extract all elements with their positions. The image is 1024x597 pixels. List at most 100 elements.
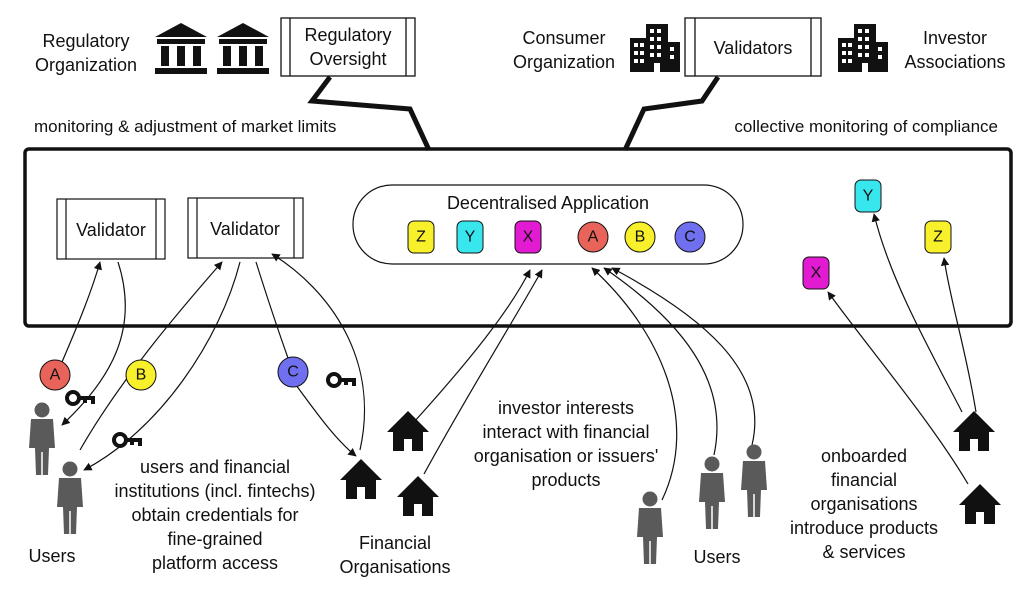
validator-box-1: Validator (56, 198, 166, 260)
validators-label: Validators (714, 38, 793, 58)
arrow-house-to-token-x (827, 291, 969, 485)
dapp-token-y-label: Y (465, 229, 476, 246)
regulatory-oversight-label-2: Oversight (309, 49, 386, 69)
house-icon (959, 484, 1001, 524)
oversight-connector (307, 75, 432, 152)
dapp-title: Decentralised Application (447, 193, 649, 213)
arrow-user-r1-to-dapp (591, 267, 678, 501)
dapp-token-c: C (674, 221, 706, 253)
arrows (61, 213, 977, 501)
dapp-token-c-label: C (684, 229, 696, 246)
arrow-validator-to-user-b (83, 261, 241, 471)
credentials-text: users and financial institutions (incl. … (114, 457, 315, 573)
users-right-label: Users (693, 547, 740, 567)
svg-text:obtain credentials for: obtain credentials for (131, 505, 298, 525)
bank-icon (217, 23, 269, 74)
arrow-fin-org-to-validator (271, 253, 365, 451)
validators-box: Validators (684, 17, 822, 77)
svg-text:products: products (531, 470, 600, 490)
dapp-container: Decentralised Application Z Y X A B C (352, 184, 744, 265)
svg-text:organisations: organisations (810, 494, 917, 514)
dapp-token-b: B (624, 221, 656, 253)
regulatory-oversight-box: Regulatory Oversight (280, 17, 416, 77)
validator-label-1: Validator (76, 220, 146, 240)
key-icon (112, 432, 144, 448)
platform-box (23, 147, 1013, 328)
house-icon (953, 411, 995, 451)
investor-assoc-label-1: Investor (923, 28, 987, 48)
dapp-token-y: Y (456, 220, 484, 254)
building-icon (838, 24, 888, 72)
dapp-token-z-label: Z (416, 229, 426, 246)
regulatory-org-label-2: Organization (35, 55, 137, 75)
svg-text:financial: financial (831, 470, 897, 490)
free-token-z-label: Z (933, 229, 943, 246)
svg-text:users and financial: users and financial (140, 457, 290, 477)
consumer-org-label-1: Consumer (522, 28, 605, 48)
svg-text:platform access: platform access (152, 553, 278, 573)
cred-token-a: A (39, 359, 71, 391)
cred-token-c: C (277, 356, 309, 388)
building-icon (630, 24, 680, 72)
arrow-validator-to-token-c (255, 261, 289, 359)
arrow-user-r3-to-dapp (611, 267, 756, 446)
onboard-text: onboarded financial organisations introd… (790, 446, 938, 562)
free-token-x: X (802, 256, 830, 290)
person-icon (636, 490, 664, 565)
person-icon (28, 401, 56, 476)
arrow-house-to-token-y (871, 213, 963, 413)
validator-box-2: Validator (187, 197, 304, 259)
svg-text:institutions (incl. fintechs): institutions (incl. fintechs) (114, 481, 315, 501)
svg-text:interact with financial: interact with financial (482, 422, 649, 442)
cred-token-c-label: C (287, 364, 299, 381)
svg-text:introduce products: introduce products (790, 518, 938, 538)
person-icon (56, 460, 84, 535)
bank-icon (155, 23, 207, 74)
fin-orgs-label-2: Organisations (339, 557, 450, 577)
free-token-z: Z (924, 220, 952, 254)
dapp-token-a: A (577, 221, 609, 253)
arrow-user-r2-to-dapp (603, 267, 718, 456)
svg-text:& services: & services (822, 542, 905, 562)
investor-assoc-label-2: Associations (904, 52, 1005, 72)
person-icon (698, 455, 726, 530)
free-token-x-label: X (811, 265, 822, 282)
free-token-y: Y (854, 179, 882, 213)
house-icon (387, 411, 429, 451)
svg-text:fine-grained: fine-grained (167, 529, 262, 549)
free-token-y-label: Y (863, 188, 874, 205)
regulatory-org-label-1: Regulatory (42, 31, 129, 51)
free-tokens: Y Z X (802, 179, 952, 290)
arrow-token-c-to-fin-org (295, 384, 357, 457)
person-icon (740, 443, 768, 518)
svg-text:investor interests: investor interests (498, 398, 634, 418)
key-icon (326, 372, 358, 388)
house-icon (340, 459, 382, 499)
users-left-group (28, 401, 84, 535)
dapp-token-b-label: B (635, 229, 646, 246)
dapp-token-z: Z (407, 220, 435, 254)
dapp-token-x: X (514, 220, 542, 254)
arrow-user-b-to-validator (79, 261, 223, 451)
users-left-label: Users (28, 546, 75, 566)
left-caption: monitoring & adjustment of market limits (34, 117, 336, 136)
arrow-validator-to-user-a (61, 261, 126, 426)
svg-text:organisation or issuers': organisation or issuers' (474, 446, 659, 466)
validators-connector (622, 75, 721, 152)
dapp-token-a-label: A (588, 229, 599, 246)
house-icon (397, 476, 439, 516)
svg-text:onboarded: onboarded (821, 446, 907, 466)
right-caption: collective monitoring of compliance (734, 117, 998, 136)
cred-token-a-label: A (50, 367, 61, 384)
regulatory-oversight-label-1: Regulatory (304, 25, 391, 45)
arrow-fin-org-1-to-dapp (413, 269, 531, 423)
arrow-user-a-to-validator (61, 261, 102, 363)
arrow-house-to-token-z (940, 257, 977, 413)
consumer-org-label-2: Organization (513, 52, 615, 72)
arrow-fin-org-2-to-dapp (423, 269, 543, 475)
validator-label-2: Validator (210, 219, 280, 239)
fin-orgs-label-1: Financial (359, 533, 431, 553)
investor-text: investor interests interact with financi… (474, 398, 659, 490)
